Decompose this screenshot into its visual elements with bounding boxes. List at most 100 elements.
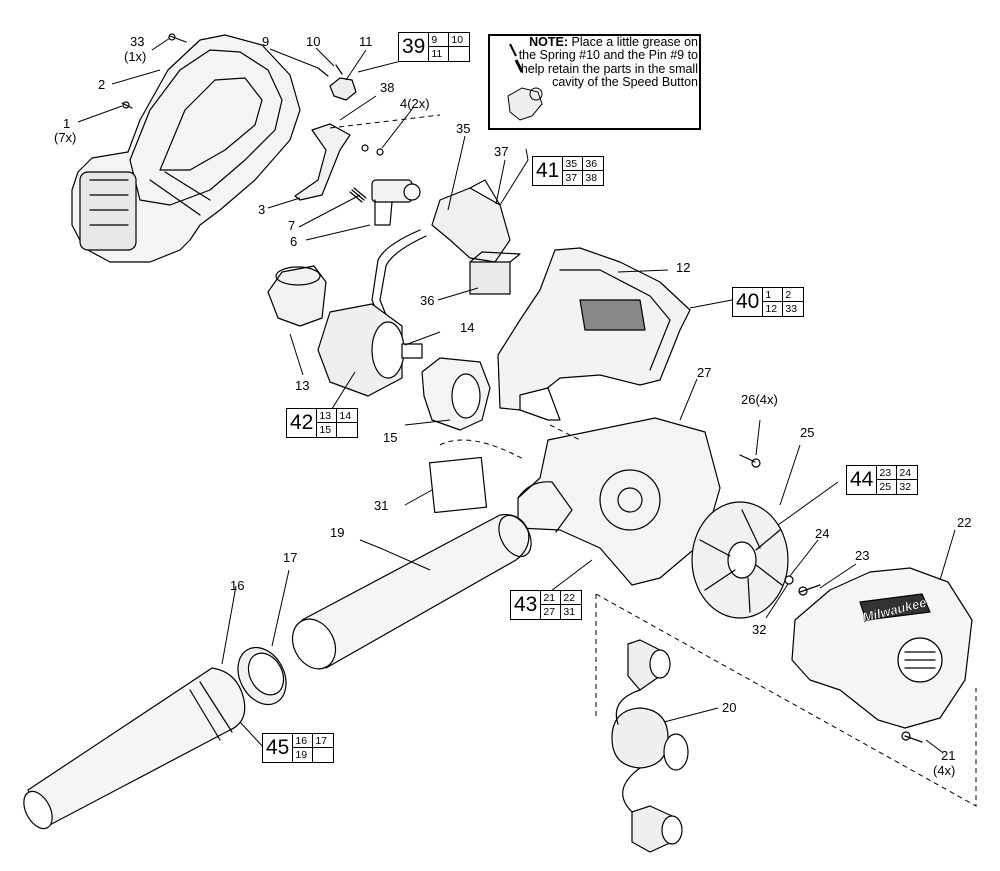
screw-part-26 xyxy=(739,454,761,468)
kit-part: 1 xyxy=(763,288,784,302)
callout-16: 16 xyxy=(230,578,244,593)
kit-box-43: 43 21 22 27 31 xyxy=(510,590,583,620)
kit-part: 15 xyxy=(317,423,338,437)
kit-part: 37 xyxy=(563,171,584,185)
kit-part xyxy=(449,47,469,61)
fan-impeller-part-25 xyxy=(691,501,789,619)
trigger-bracket-part xyxy=(294,123,351,201)
kit-part: 9 xyxy=(429,33,450,47)
kit-part: 10 xyxy=(449,33,470,47)
front-housing-part-22 xyxy=(791,567,973,729)
nozzle-adapter-part-20 xyxy=(611,639,689,853)
callout-12: 12 xyxy=(676,260,690,275)
note-body: Place a little grease on the Spring #10 … xyxy=(518,35,698,90)
leader-lines xyxy=(77,37,956,753)
kit-part: 31 xyxy=(563,606,576,618)
battery-holder-part-12 xyxy=(497,247,691,421)
screw-part-1 xyxy=(121,101,133,109)
callout-14: 14 xyxy=(460,320,474,335)
kit-part: 16 xyxy=(293,734,314,748)
motor-part-14 xyxy=(317,303,423,397)
kit-number: 40 xyxy=(733,288,764,316)
washer-part-24 xyxy=(784,575,794,585)
callout-31: 31 xyxy=(374,498,388,513)
callout-3: 3 xyxy=(258,202,265,217)
callout-2: 2 xyxy=(98,77,105,92)
kit-part: 11 xyxy=(429,47,450,61)
callout-17: 17 xyxy=(283,550,297,565)
note-text: NOTE: Place a little grease on the Sprin… xyxy=(510,35,698,90)
kit-number: 43 xyxy=(511,591,542,619)
callout-13: 13 xyxy=(295,378,309,393)
kit-part: 13 xyxy=(317,409,338,423)
motor-mount-part-13 xyxy=(267,265,327,327)
ring-part-15 xyxy=(421,357,491,431)
kit-box-41: 41 35 36 37 38 xyxy=(532,156,605,186)
kit-part: 27 xyxy=(541,605,562,619)
callout-26: 26(4x) xyxy=(741,392,778,407)
callout-19: 19 xyxy=(330,525,344,540)
note-prefix: NOTE: xyxy=(529,35,569,49)
kit-part: 36 xyxy=(583,157,604,171)
callout-21: 21 xyxy=(941,748,955,763)
callout-4: 4(2x) xyxy=(400,96,430,111)
callout-35: 35 xyxy=(456,121,470,136)
screw-part-4 xyxy=(361,144,369,152)
callout-6: 6 xyxy=(290,234,297,249)
switch-body-part-6 xyxy=(371,179,421,226)
screw-part-33 xyxy=(168,33,187,43)
long-nozzle-part-16 xyxy=(23,667,246,830)
kit-part: 23 xyxy=(877,466,898,480)
callout-23: 23 xyxy=(855,548,869,563)
kit-part: 38 xyxy=(585,172,598,184)
callout-9: 9 xyxy=(262,34,269,49)
kit-box-40: 40 1 2 12 33 xyxy=(732,287,805,317)
callout-38: 38 xyxy=(380,80,394,95)
kit-number: 42 xyxy=(287,409,318,437)
callout-33: 33 xyxy=(130,34,144,49)
screw-part-23 xyxy=(798,584,821,596)
callout-22: 22 xyxy=(957,515,971,530)
kit-part: 2 xyxy=(783,288,804,302)
callout-32: 32 xyxy=(752,622,766,637)
handle-housing-part xyxy=(71,34,301,263)
speed-button-parts xyxy=(317,64,357,101)
callout-27: 27 xyxy=(697,365,711,380)
kit-part: 24 xyxy=(897,466,918,480)
kit-box-44: 44 23 24 25 32 xyxy=(846,465,919,495)
screw-part-21 xyxy=(901,731,923,743)
callout-20: 20 xyxy=(722,700,736,715)
note-illustration xyxy=(507,43,543,121)
ring-part-17 xyxy=(237,646,287,706)
callout-15: 15 xyxy=(383,430,397,445)
kit-part: 35 xyxy=(563,157,584,171)
callout-1: 1 xyxy=(63,116,70,131)
callout-1-qty: (7x) xyxy=(54,130,76,145)
kit-number: 41 xyxy=(533,157,564,185)
kit-part: 12 xyxy=(763,302,784,316)
assembly-guide-lines xyxy=(329,114,977,807)
switch-assembly-part xyxy=(371,179,521,321)
kit-box-39: 39 9 10 11 xyxy=(398,32,471,62)
callout-10: 10 xyxy=(306,34,320,49)
kit-part: 14 xyxy=(337,409,358,423)
callout-21-qty: (4x) xyxy=(933,763,955,778)
kit-part: 22 xyxy=(561,591,582,605)
kit-part: 32 xyxy=(899,481,912,493)
kit-number: 44 xyxy=(847,466,878,494)
kit-part: 25 xyxy=(877,480,898,494)
callout-36: 36 xyxy=(420,293,434,308)
kit-part: 33 xyxy=(785,303,798,315)
kit-box-42: 42 13 14 15 xyxy=(286,408,359,438)
spring-part-7 xyxy=(349,187,367,203)
kit-number: 39 xyxy=(399,33,430,61)
kit-box-45: 45 16 17 19 xyxy=(262,733,335,763)
callout-37: 37 xyxy=(494,144,508,159)
kit-part xyxy=(313,748,333,762)
kit-part: 21 xyxy=(541,591,562,605)
callout-33-qty: (1x) xyxy=(124,49,146,64)
blower-tube-part-19 xyxy=(291,513,532,670)
kit-number: 45 xyxy=(263,734,294,762)
kit-part: 19 xyxy=(293,748,314,762)
